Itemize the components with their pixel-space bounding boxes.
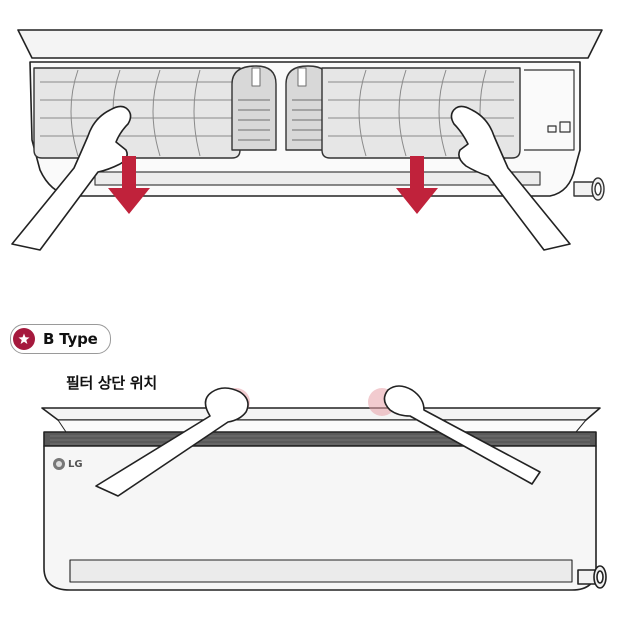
- hands-top: [11, 105, 571, 251]
- type-badge: B Type: [10, 324, 111, 354]
- unit-bottom-lip: [94, 171, 541, 186]
- drain-pipe-top: [573, 177, 605, 201]
- front-panel-lifted-b: [41, 407, 601, 421]
- right-filter-mesh: [328, 69, 514, 157]
- left-down-arrow: [108, 156, 150, 214]
- right-down-arrow: [396, 156, 438, 214]
- left-hand-bottom: [95, 387, 249, 497]
- unit-bottom-b: [69, 559, 573, 583]
- right-internals: [524, 69, 575, 151]
- right-hand-top: [450, 105, 571, 251]
- badge-label: B Type: [43, 330, 98, 348]
- brand-logo-text: LG: [68, 459, 83, 470]
- panel-underside: [57, 419, 587, 433]
- vent-grille: [238, 67, 324, 141]
- pull-down-arrows: [108, 156, 438, 214]
- star-icon: [13, 328, 35, 350]
- mesh-texture: [50, 435, 590, 445]
- lg-logo: [53, 458, 65, 470]
- front-panel-lifted: [17, 29, 603, 59]
- right-hand-bottom: [383, 385, 541, 485]
- drain-pipe-bottom: [577, 565, 607, 589]
- top-unit: [17, 29, 605, 201]
- center-vents: [231, 65, 331, 151]
- bottom-unit: [41, 407, 607, 591]
- filter-position-caption: 필터 상단 위치: [66, 374, 157, 392]
- hands-bottom: [95, 385, 541, 497]
- left-hand-top: [11, 105, 132, 251]
